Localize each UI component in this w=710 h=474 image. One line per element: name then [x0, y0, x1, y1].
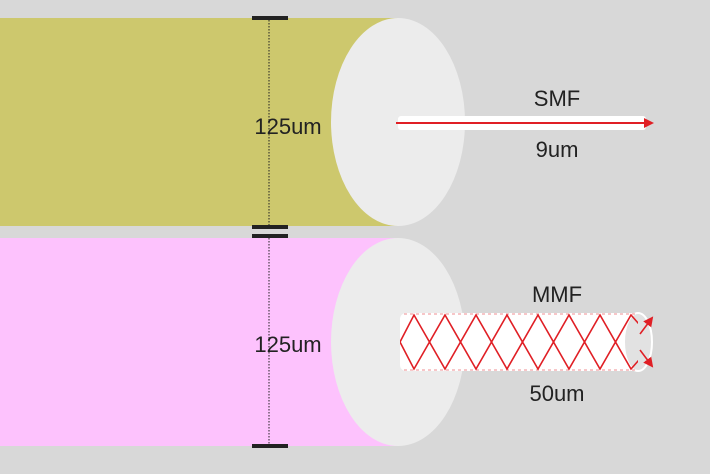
mmf-ray-b: [400, 313, 638, 371]
mmf-type-label: MMF: [532, 282, 582, 307]
mmf-core-label: 50um: [529, 381, 584, 406]
mmf-diameter-label: 125um: [254, 332, 321, 357]
mmf-exit-arrow-up: [639, 316, 654, 335]
mmf-fiber: 125um MMF 50um: [0, 234, 654, 448]
smf-diameter-label: 125um: [254, 114, 321, 139]
smf-core-label: 9um: [536, 137, 579, 162]
mmf-end-face: [331, 238, 465, 446]
mmf-exit-arrow-down: [639, 349, 654, 368]
mmf-core: [400, 313, 638, 371]
smf-type-label: SMF: [534, 86, 580, 111]
smf-fiber: 125um SMF 9um: [0, 16, 654, 229]
mmf-core-end: [623, 312, 653, 372]
